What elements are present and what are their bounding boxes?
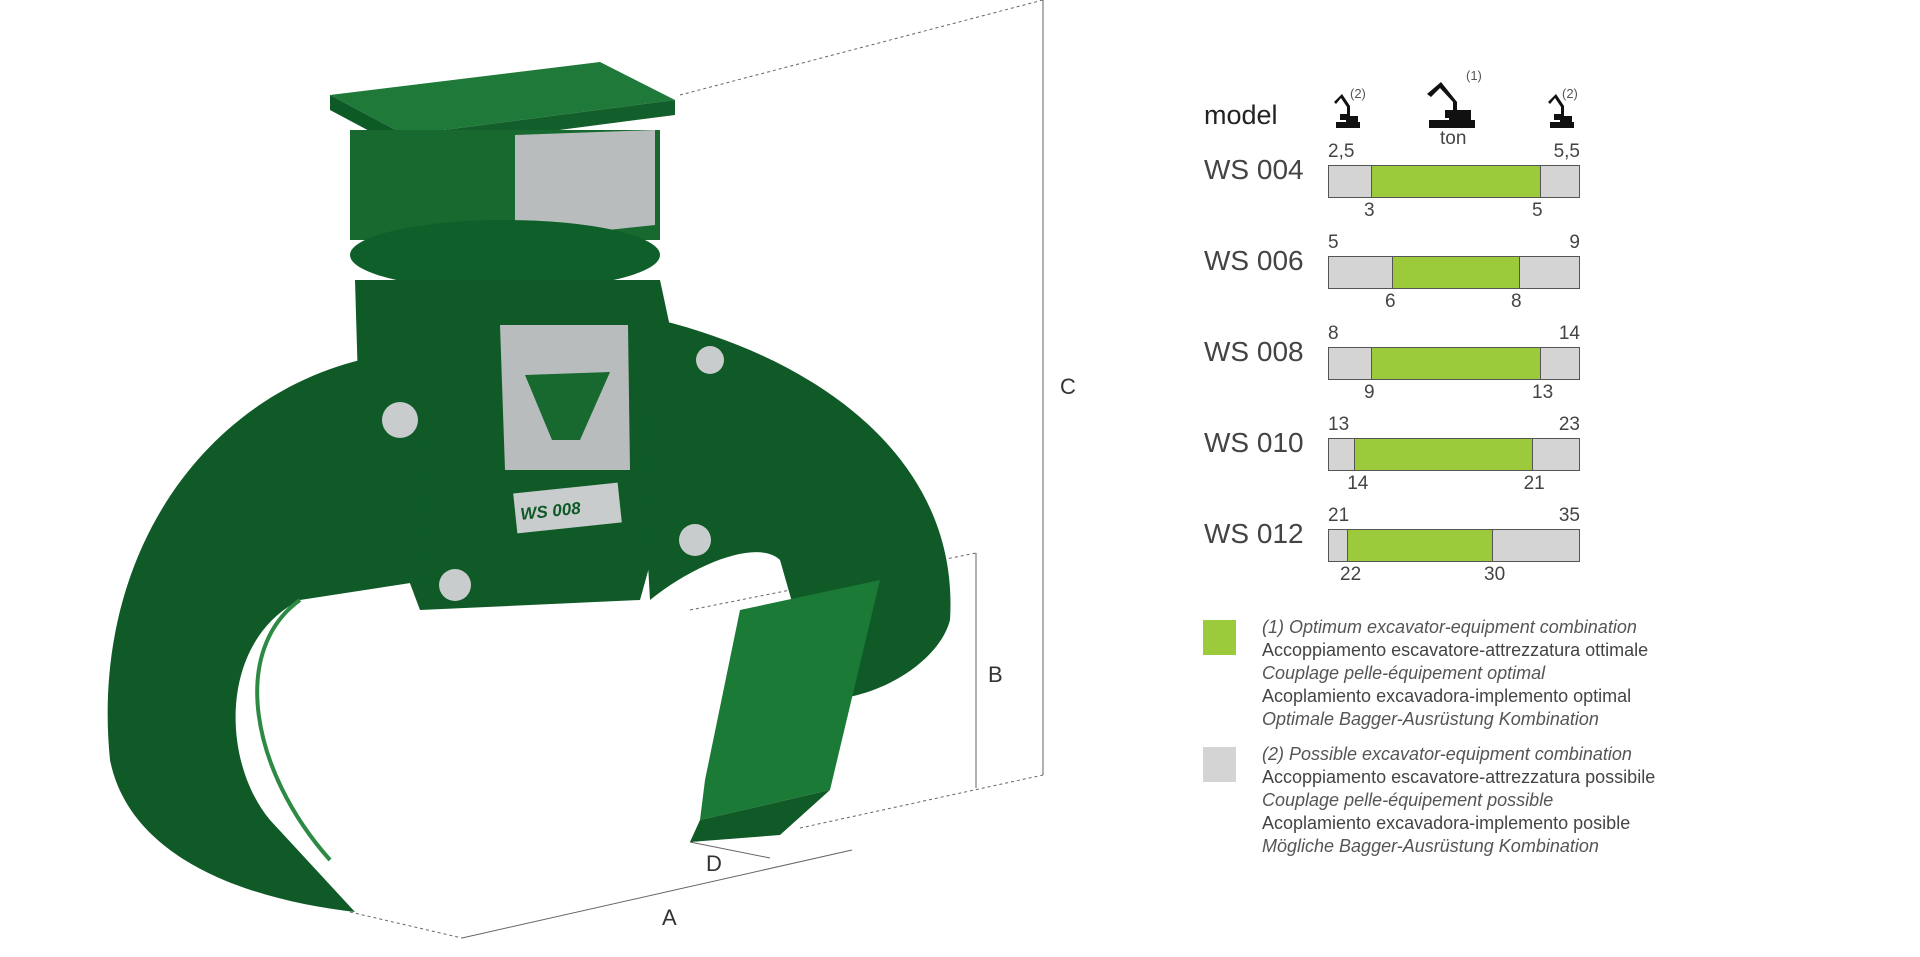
optimum-max: 30 (1484, 564, 1506, 585)
optimum-range (1354, 439, 1533, 470)
range-bar (1328, 438, 1580, 471)
optimum-min: 22 (1340, 564, 1362, 585)
dimension-b-label: B (988, 662, 1003, 687)
grapple-body: WS 008 (107, 62, 951, 912)
possible-min: 2,5 (1328, 141, 1355, 162)
optimum-range (1347, 530, 1493, 561)
model-row: WS 008 8 14 9 13 (1204, 316, 1584, 406)
optimum-max: 8 (1511, 291, 1522, 312)
legend-line: Couplage pelle-équipement optimal (1262, 663, 1546, 683)
model-row: WS 006 5 9 6 8 (1204, 225, 1584, 315)
model-name: WS 006 (1204, 245, 1304, 276)
possible-min: 5 (1328, 232, 1339, 253)
optimum-swatch (1203, 620, 1236, 655)
legend-line: (2) Possible excavator-equipment combina… (1262, 744, 1632, 764)
range-bar (1328, 347, 1580, 380)
legend-line: Acoplamiento excavadora-implemento optim… (1262, 686, 1632, 706)
possible-max: 23 (1558, 414, 1580, 435)
legend-line: Accoppiamento escavatore-attrezzatura po… (1262, 767, 1656, 787)
model-row: WS 004 2,5 5,5 3 5 (1204, 134, 1584, 224)
center-note: (1) (1466, 68, 1482, 83)
dimension-lines (349, 0, 1044, 939)
possible-min: 8 (1328, 323, 1339, 344)
small-excavator-icon (1548, 94, 1574, 128)
possible-max: 14 (1558, 323, 1580, 344)
range-bar (1328, 165, 1580, 198)
model-name: WS 010 (1204, 427, 1304, 458)
right-note: (2) (1562, 86, 1578, 101)
model-row: WS 010 13 23 14 21 (1204, 407, 1584, 497)
possible-max: 5,5 (1553, 141, 1580, 162)
optimum-range (1392, 257, 1520, 288)
optimum-max: 21 (1523, 473, 1545, 494)
range-bar (1328, 256, 1580, 289)
large-excavator-icon (1427, 82, 1475, 128)
optimum-max: 5 (1532, 200, 1543, 221)
optimum-min: 6 (1385, 291, 1396, 312)
dimension-c-label: C (1060, 374, 1076, 399)
optimum-max: 13 (1532, 382, 1554, 403)
legend-line: Accoppiamento escavatore-attrezzatura ot… (1262, 640, 1649, 660)
possible-min: 13 (1328, 414, 1350, 435)
legend-line: (1) Optimum excavator-equipment combinat… (1262, 617, 1637, 637)
unit-label: ton (1440, 128, 1467, 149)
legend-line: Optimale Bagger-Ausrüstung Kombination (1262, 709, 1599, 729)
possible-max: 35 (1558, 505, 1580, 526)
model-name: WS 008 (1204, 336, 1304, 367)
optimum-range (1371, 348, 1541, 379)
possible-swatch (1203, 747, 1236, 782)
model-row: WS 012 21 35 22 30 (1204, 498, 1584, 588)
range-bar (1328, 529, 1580, 562)
model-name: WS 012 (1204, 518, 1304, 549)
optimum-min: 9 (1364, 382, 1375, 403)
dimension-d-label: D (706, 851, 722, 876)
legend-line: Mögliche Bagger-Ausrüstung Kombination (1262, 836, 1599, 856)
model-name: WS 004 (1204, 154, 1304, 185)
demolition-grapple-illustration: WS 008 (107, 0, 1044, 939)
dimension-a-label: A (662, 905, 677, 930)
legend-line: Acoplamiento excavadora-implemento posib… (1262, 813, 1631, 833)
optimum-range (1371, 166, 1541, 197)
left-note: (2) (1350, 86, 1366, 101)
possible-min: 21 (1328, 505, 1350, 526)
optimum-min: 14 (1347, 473, 1369, 494)
legend-line: Couplage pelle-équipement possible (1262, 790, 1554, 810)
possible-max: 9 (1569, 232, 1580, 253)
optimum-min: 3 (1364, 200, 1375, 221)
model-header: model (1204, 100, 1278, 130)
small-excavator-icon (1334, 94, 1360, 128)
